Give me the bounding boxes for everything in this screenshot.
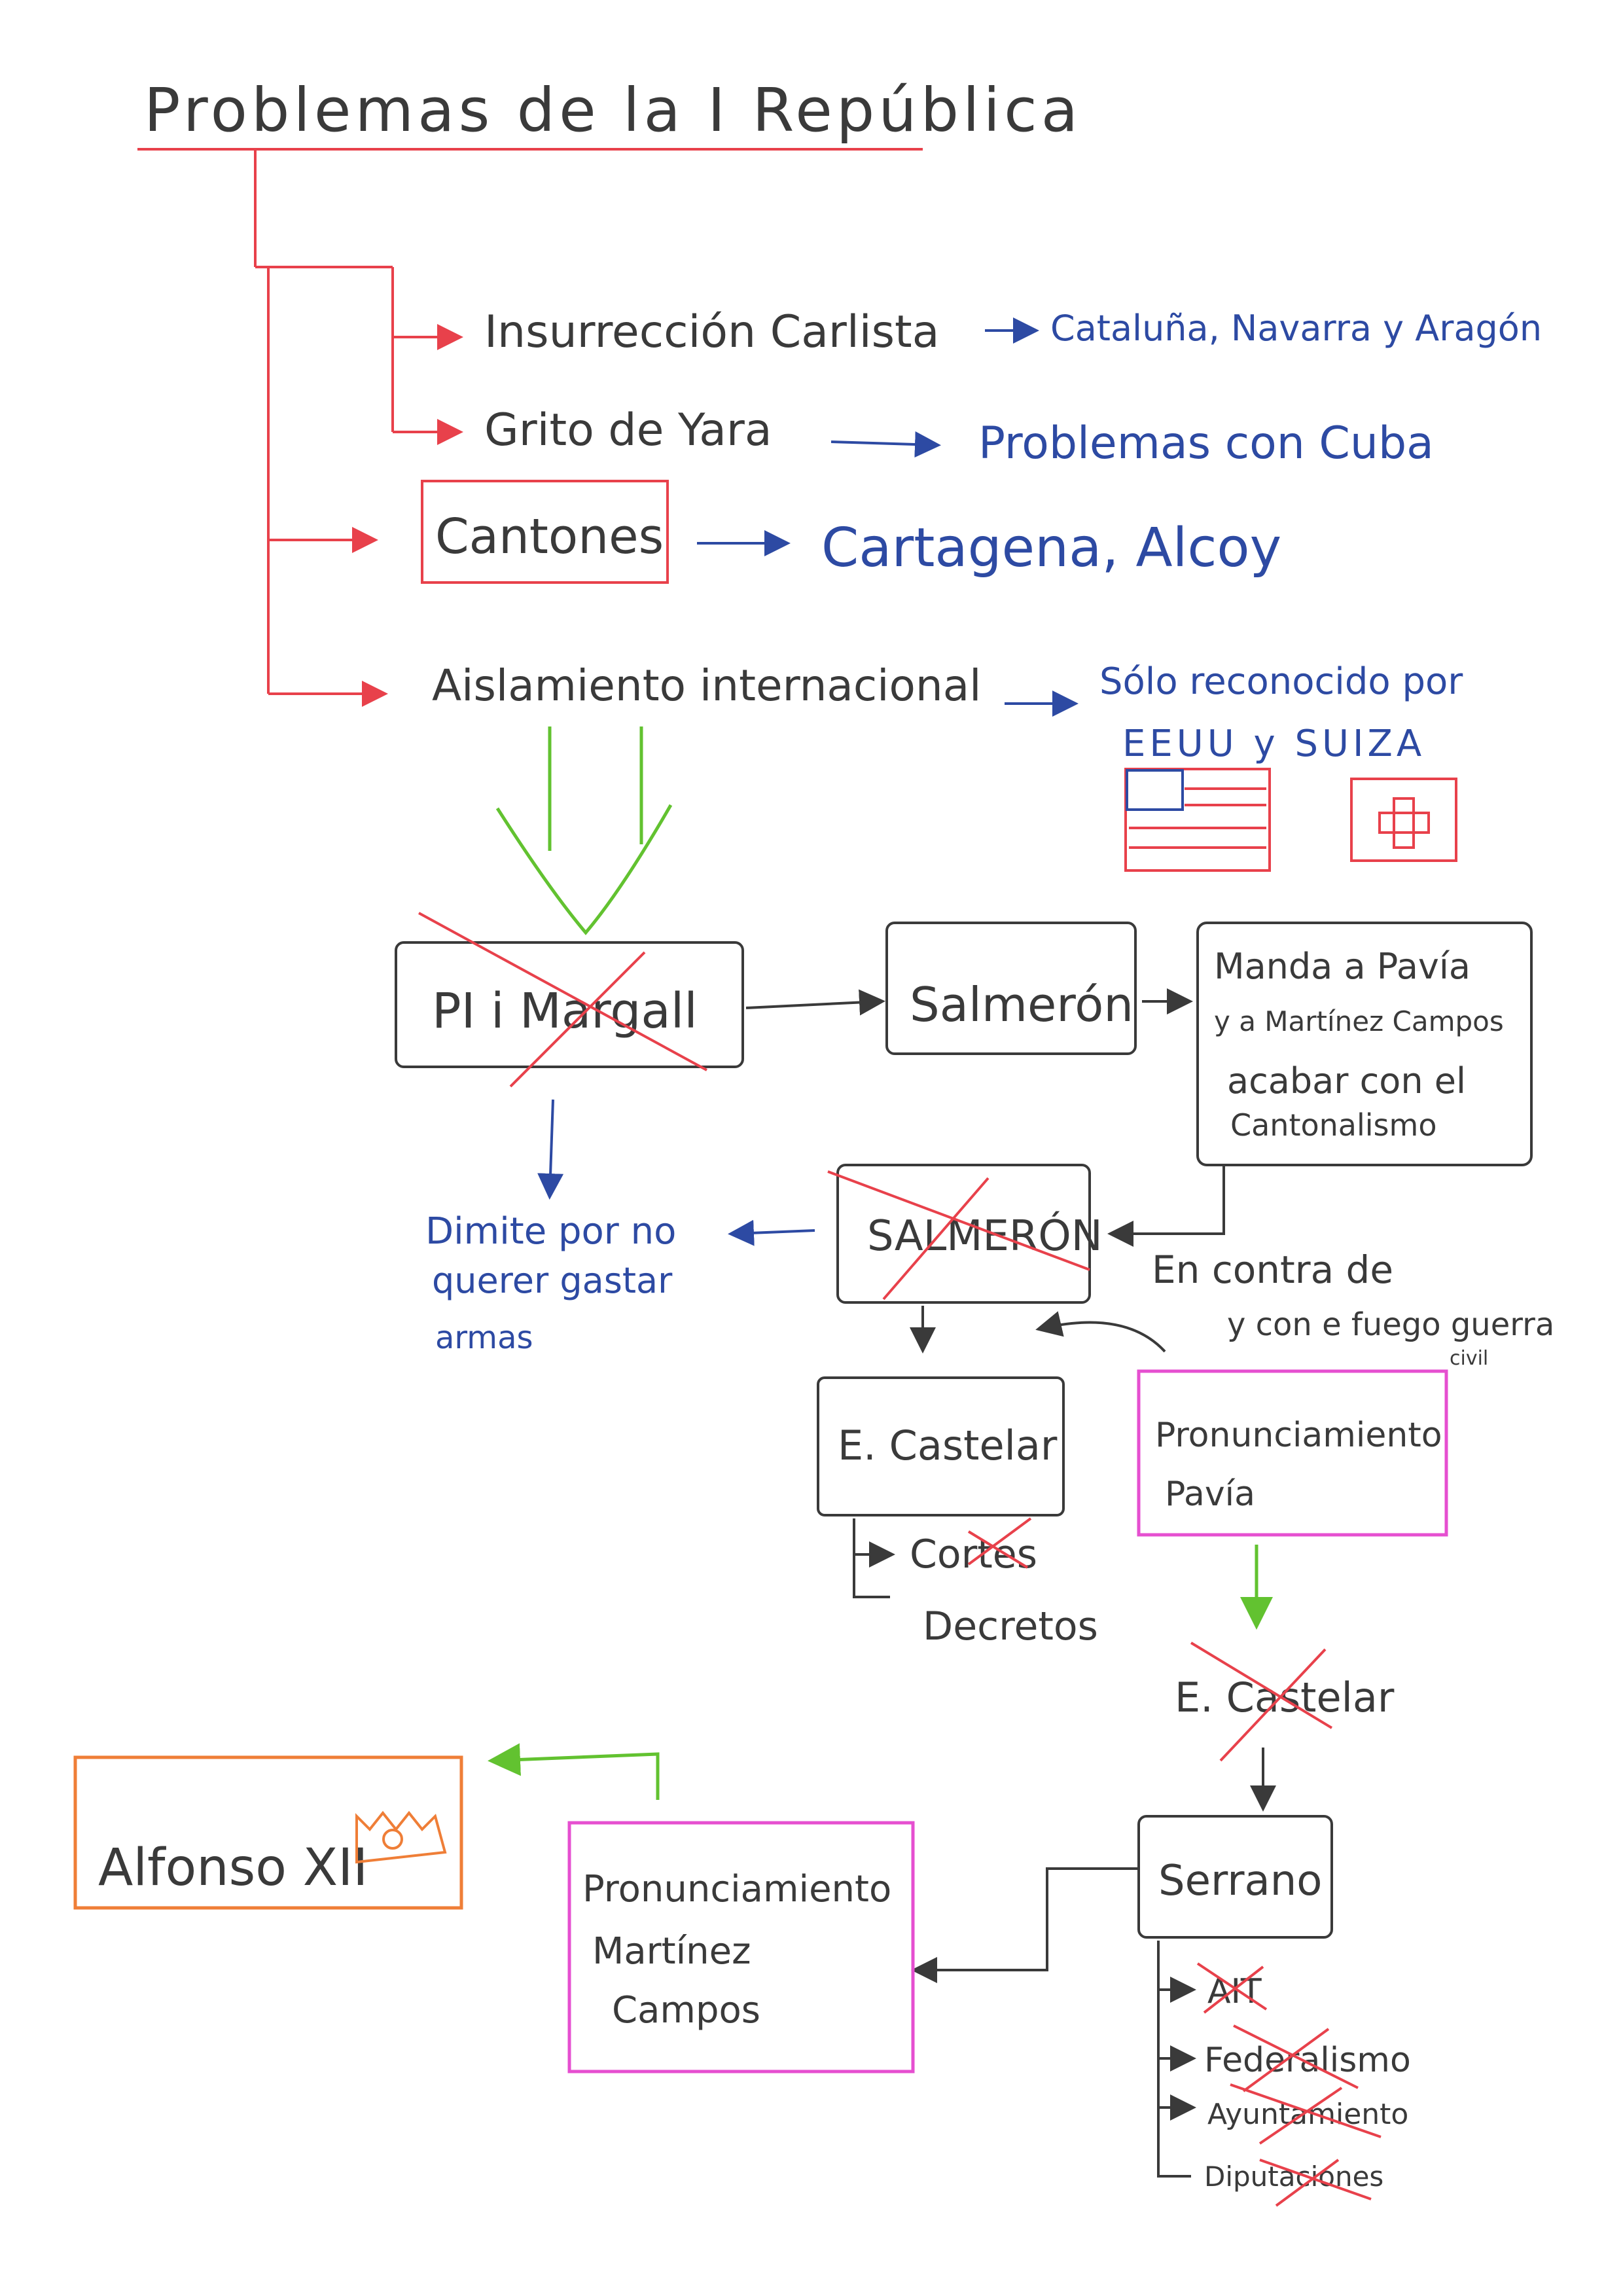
salmeron-cross-b [882, 1177, 990, 1300]
serrano-box [1137, 1815, 1333, 1939]
castelar-branch [853, 1518, 890, 1598]
castelar-crossed-label: E. Castelar [1175, 1674, 1395, 1721]
problem-insurreccion-carlista: Insurrección Carlista [484, 306, 939, 358]
dimite-note-line3: armas [435, 1319, 533, 1356]
swiss-flag-icon [1350, 778, 1457, 862]
dimite-note-line2: querer gastar [432, 1260, 673, 1301]
salmeron-crossed-box [836, 1164, 1091, 1304]
cortes-cross-b [967, 1530, 1029, 1569]
salmeron-box [885, 922, 1137, 1055]
arrow-salmeron-dimite [728, 1219, 815, 1246]
consequence-carlista: Cataluña, Navarra y Aragón [1050, 308, 1542, 349]
arrow-margall-salmeron [745, 989, 885, 1016]
pavia-note-line3: acabar con el [1227, 1060, 1466, 1102]
convergence-arrow [495, 726, 673, 935]
consequence-aislamiento-line2: EEUU y SUIZA [1122, 723, 1425, 765]
crown-icon [355, 1810, 447, 1864]
pi-margall-cross-b [509, 951, 646, 1088]
pi-margall-box [395, 941, 744, 1068]
salmeron-crossed-label: SALMERÓN [867, 1211, 1103, 1261]
arrow-yara [830, 431, 941, 457]
dimite-note-line1: Dimite por no [425, 1210, 676, 1253]
pronunciamiento-pavia-box [1137, 1369, 1448, 1537]
consequence-aislamiento-line1: Sólo reconocido por [1099, 660, 1463, 703]
salmeron-cross-a [827, 1170, 1090, 1271]
pavia-note-line2: y a Martínez Campos [1214, 1005, 1504, 1037]
serrano-action-ait: AIT [1207, 1972, 1262, 2011]
arrow-margall-dimite [537, 1099, 564, 1200]
serrano-action-diputaciones: Diputaciones [1204, 2161, 1383, 2193]
serrano-action-federalismo: Federalismo [1204, 2041, 1411, 2080]
pavia-note-line4: Cantonalismo [1230, 1107, 1436, 1143]
consequence-yara: Problemas con Cuba [978, 418, 1434, 469]
serrano-actions-crosses [1196, 1962, 1382, 2207]
cortes-cross-a [967, 1517, 1032, 1566]
arrow-serrano-martinez [911, 1867, 1139, 1983]
alfonso-label: Alfonso XII [98, 1839, 368, 1897]
connector-note-salmeron [1107, 1165, 1225, 1247]
castelar-label: E. Castelar [838, 1422, 1058, 1469]
castelar-action-decretos: Decretos [923, 1604, 1098, 1649]
serrano-action-ayuntamiento: Ayuntamiento [1207, 2098, 1408, 2131]
problem-aislamiento: Aislamiento internacional [432, 660, 981, 711]
cantones-box [421, 480, 669, 584]
page-title: Problemas de la I República [144, 75, 1082, 145]
problem-cantones: Cantones [435, 509, 664, 565]
pavia-note-line1: Manda a Pavía [1214, 946, 1471, 987]
pi-margall-cross-a [418, 912, 707, 1071]
castelar-box [817, 1376, 1065, 1516]
pronunciamiento-martinez-line3: Campos [612, 1989, 760, 2032]
problem-grito-de-yara: Grito de Yara [484, 404, 772, 456]
salmeron-reason-line3: civil [1450, 1347, 1488, 1370]
pronunciamiento-pavia-line1: Pronunciamiento [1155, 1416, 1442, 1455]
alfonso-box [73, 1755, 463, 1910]
castelar-cross-b [1219, 1648, 1327, 1762]
usa-flag-icon [1124, 768, 1271, 872]
pronunciamiento-martinez-line2: Martínez [592, 1930, 751, 1973]
castelar-cross-a [1190, 1641, 1333, 1729]
pronunciamiento-martinez-line1: Pronunciamiento [582, 1868, 891, 1910]
castelar-action-cortes: Cortes [910, 1532, 1037, 1577]
pronunciamiento-pavia-line2: Pavía [1165, 1475, 1255, 1514]
pavia-note-box [1196, 922, 1533, 1166]
consequence-cantones: Cartagena, Alcoy [821, 517, 1281, 579]
salmeron-label: Salmerón [910, 977, 1133, 1032]
salmeron-reason-line1: En contra de [1152, 1247, 1393, 1292]
salmeron-reason-line2: y con e fuego guerra [1227, 1306, 1554, 1343]
serrano-branch [1157, 1941, 1191, 2178]
problems-tree [254, 149, 463, 707]
arrow-pronunciamiento-salmeron [1035, 1311, 1166, 1353]
pronunciamiento-martinez-box [567, 1821, 915, 2073]
serrano-label: Serrano [1158, 1857, 1322, 1905]
arrow-martinez-alfonso [488, 1743, 660, 1800]
